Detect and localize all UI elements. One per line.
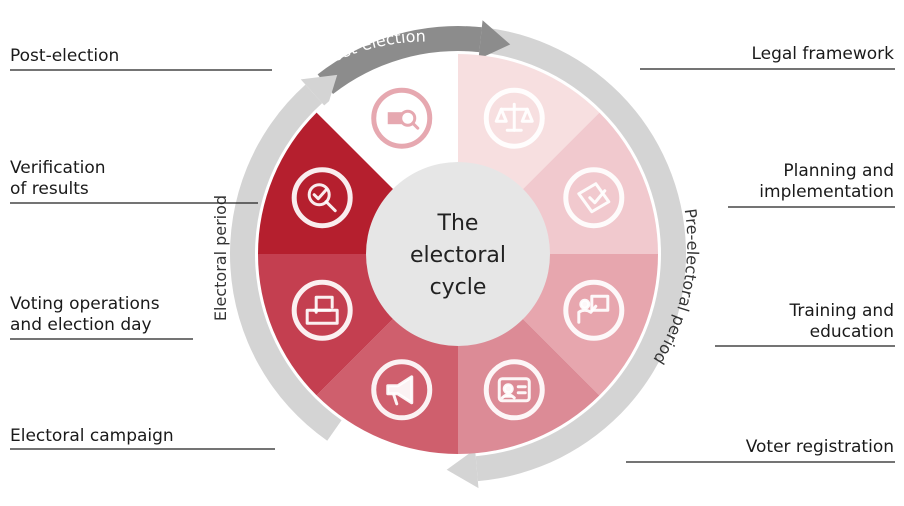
checklist-icon [563, 167, 625, 229]
arrow-electoral [300, 74, 338, 109]
label-voting-operations: Voting operations and election day [10, 294, 160, 335]
label-electoral-campaign: Electoral campaign [10, 426, 174, 446]
arc-post-election [317, 26, 482, 95]
arrow-post-election [478, 20, 511, 60]
scales-icon [483, 87, 545, 149]
megaphone-icon [371, 359, 433, 421]
label-legal-framework: Legal framework [751, 44, 894, 64]
id-card-icon [483, 359, 545, 421]
arrow-pre-electoral [446, 449, 479, 489]
arc-label-electoral-period: Electoral period [211, 195, 230, 321]
document-search-icon [371, 87, 433, 149]
arc-electoral [230, 84, 342, 441]
center-title-line1: The [437, 211, 479, 236]
leader-lines [10, 68, 895, 463]
label-voter-registration: Voter registration [745, 437, 894, 457]
label-verification-of-results: Verification of results [10, 158, 106, 199]
ballot-box-icon [291, 279, 353, 341]
center-circle [366, 162, 550, 346]
center-title-line2: electoral [410, 243, 506, 268]
arc-pre-electoral [465, 26, 686, 482]
label-planning-implementation: Planning and implementation [759, 161, 894, 202]
label-post-election: Post-election [10, 46, 120, 66]
magnifier-check-icon [291, 167, 353, 229]
teacher-icon [563, 279, 625, 341]
center-title-line3: cycle [430, 275, 487, 300]
cycle-arcs [230, 20, 686, 489]
label-training-education: Training and education [789, 301, 894, 342]
